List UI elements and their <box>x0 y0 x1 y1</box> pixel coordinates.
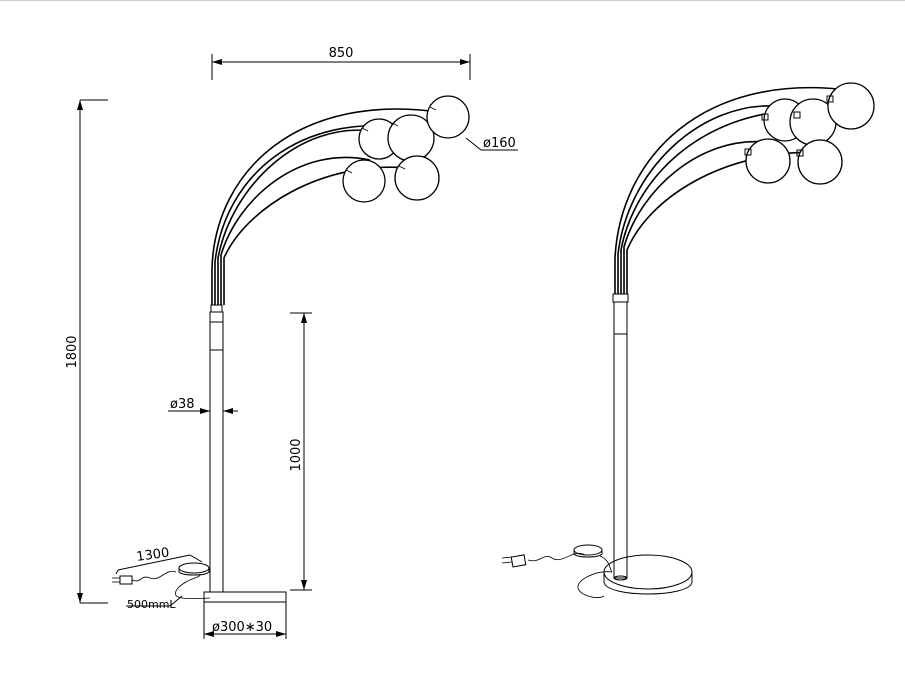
perspective-base <box>603 554 693 595</box>
perspective-view <box>501 82 875 598</box>
cable-assembly: 1300 500mmL <box>112 546 211 611</box>
top-rule <box>0 0 905 1</box>
pole <box>209 304 224 593</box>
globe-diameter-label: ø160 <box>483 136 516 151</box>
pole-diameter-label: ø38 <box>170 397 195 412</box>
cable-to-switch-label: 500mmL <box>127 598 176 611</box>
globes <box>342 95 470 203</box>
pole-diameter-callout: ø38 <box>168 397 238 414</box>
perspective-pole <box>612 293 629 581</box>
side-elevation-view: 1800 850 1000 <box>65 46 518 639</box>
lower-height-label: 1000 <box>289 438 304 471</box>
perspective-globes <box>744 82 875 185</box>
base-label: ø300∗30 <box>212 620 272 635</box>
perspective-cable <box>501 544 613 598</box>
globe-diameter-callout: ø160 <box>465 136 518 151</box>
width-label: 850 <box>329 46 354 61</box>
lower-height-dimension: 1000 <box>289 312 312 591</box>
base: ø300∗30 <box>203 591 287 639</box>
height-label: 1800 <box>65 335 80 368</box>
height-dimension: 1800 <box>65 99 108 604</box>
width-dimension: 850 <box>211 46 471 80</box>
cable-length-label: 1300 <box>135 546 170 565</box>
